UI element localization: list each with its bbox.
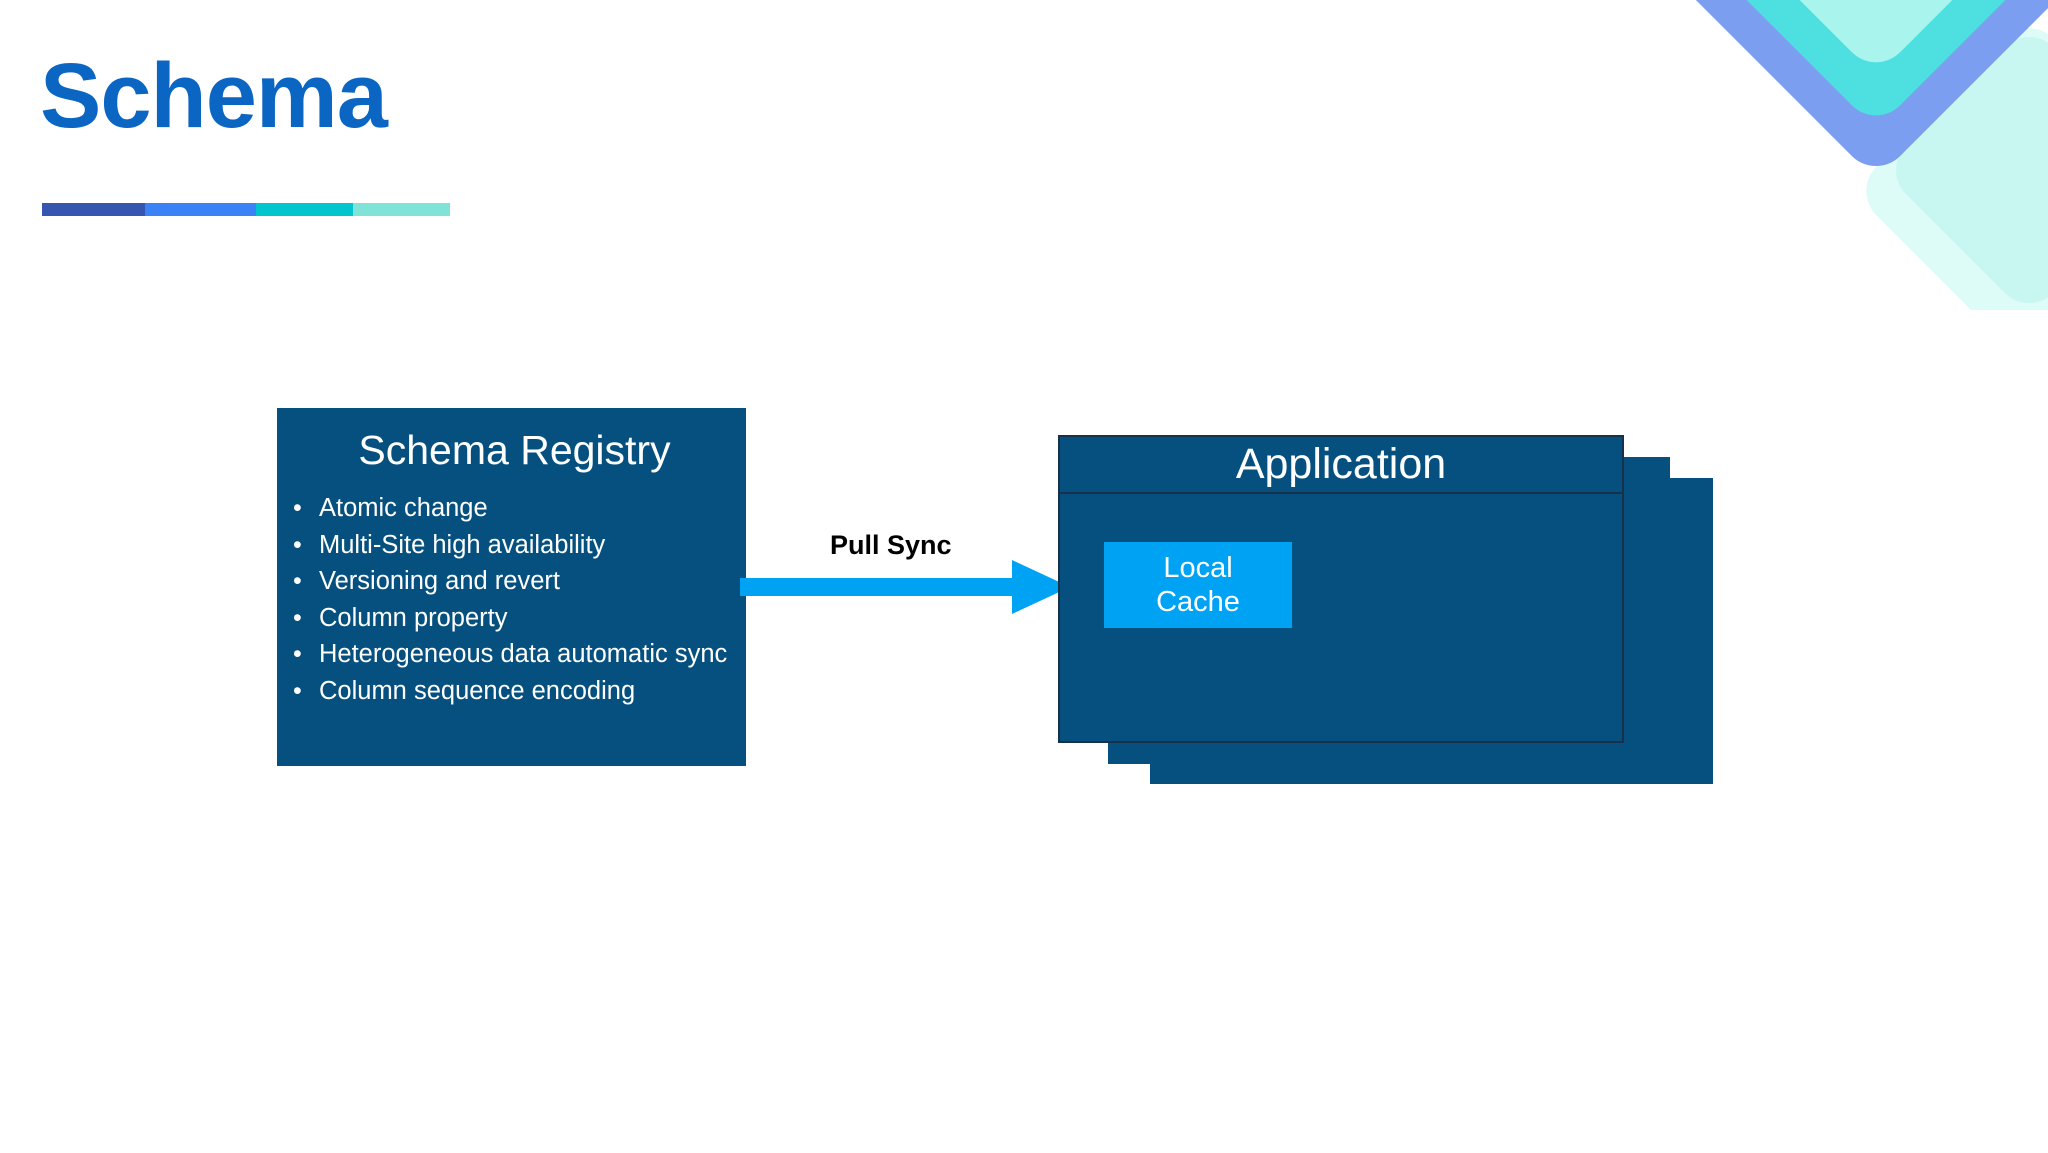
application-card: Application Local Cache (1058, 435, 1624, 743)
bullet-icon: • (293, 603, 302, 632)
bullet-icon: • (293, 494, 302, 523)
list-item-label: Multi-Site high availability (319, 530, 606, 559)
accent-segment-aqua (352, 203, 450, 216)
list-item: • Column sequence encoding (293, 676, 728, 706)
list-item-label: Heterogeneous data automatic sync (319, 640, 728, 669)
application-card-header: Application (1060, 437, 1622, 494)
local-cache-box: Local Cache (1104, 542, 1292, 628)
bullet-icon: • (293, 640, 302, 669)
local-cache-label-line2: Cache (1156, 586, 1240, 618)
accent-segment-blue (145, 203, 256, 216)
list-item: • Column property (293, 603, 728, 633)
list-item: • Versioning and revert (293, 568, 728, 596)
schema-registry-feature-list: • Atomic change • Multi-Site high availa… (277, 495, 746, 705)
list-item: • Atomic change (293, 495, 728, 523)
accent-bar (42, 203, 450, 216)
list-item: • Heterogeneous data automatic sync (293, 641, 728, 669)
chevron-mint-icon (1724, 0, 2028, 77)
local-cache-label-line1: Local (1163, 551, 1233, 584)
bullet-icon: • (293, 567, 302, 596)
bullet-icon: • (293, 676, 302, 705)
list-item-label: Versioning and revert (319, 567, 560, 596)
schema-registry-title: Schema Registry (358, 427, 671, 473)
corner-chevron-decoration (1628, 0, 2048, 310)
list-item: • Multi-Site high availability (293, 530, 728, 560)
schema-registry-card: Schema Registry • Atomic change • Multi-… (277, 408, 746, 766)
chevron-faint-outer-icon (1852, 14, 2048, 310)
pull-sync-arrow-icon (740, 560, 1070, 614)
connector-label-pull-sync: Pull Sync (830, 530, 952, 560)
application-title: Application (1235, 440, 1447, 488)
list-item-label: Column property (319, 603, 508, 632)
chevron-cyan-icon (1693, 0, 2048, 130)
accent-segment-cyan (255, 203, 353, 216)
list-item-label: Atomic change (319, 494, 488, 523)
page-title: Schema (40, 45, 388, 147)
accent-segment-indigo (42, 203, 146, 216)
chevron-blue-icon (1663, 0, 2048, 181)
application-card-body: Local Cache (1060, 494, 1622, 739)
bullet-icon: • (293, 530, 302, 559)
chevron-faint-inner-icon (1881, 22, 2048, 310)
list-item-label: Column sequence encoding (319, 676, 636, 705)
